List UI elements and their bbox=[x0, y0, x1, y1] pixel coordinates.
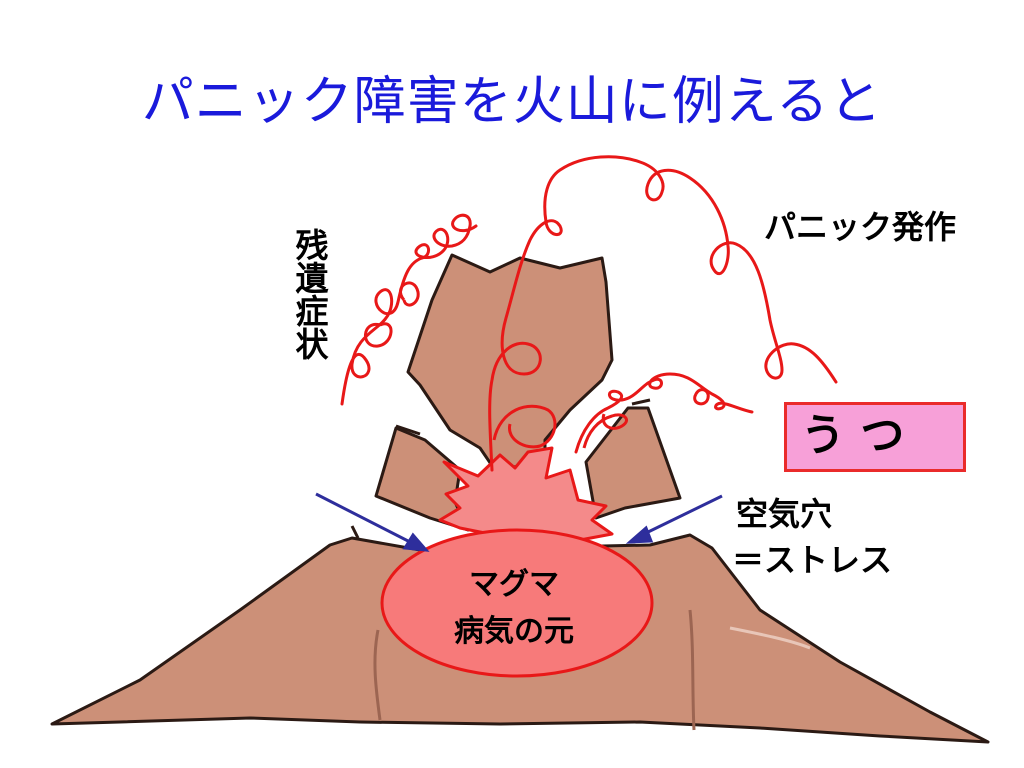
label-panic-attack: パニック発作 bbox=[764, 208, 957, 246]
label-stress: ＝ストレス bbox=[732, 541, 893, 579]
slide-title: パニック障害を火山に例えると bbox=[141, 72, 883, 132]
magma-sublabel: 病気の元 bbox=[454, 614, 574, 649]
label-air-hole: 空気穴 bbox=[736, 495, 833, 533]
arrow-right bbox=[625, 494, 723, 544]
label-residual-symptoms: 残遺症状 bbox=[290, 228, 329, 360]
magma-label: マグマ bbox=[469, 567, 559, 602]
eruption-loop-residual-2 bbox=[399, 281, 420, 307]
eruption-loop-residual bbox=[364, 322, 393, 348]
arrow-left bbox=[315, 492, 430, 552]
rock-right bbox=[584, 406, 682, 520]
eruption-line-residual bbox=[340, 213, 478, 406]
eruption-loop-center bbox=[492, 404, 557, 449]
volcano-ridge-right bbox=[688, 609, 696, 731]
eruption-line-small bbox=[574, 372, 754, 454]
magma-burst bbox=[438, 446, 614, 542]
eruption-small-inner bbox=[582, 413, 628, 449]
magma-ellipse bbox=[380, 528, 654, 678]
volcano-highlight bbox=[729, 626, 811, 650]
rock-edge-left bbox=[395, 424, 421, 436]
depression-box: う つ bbox=[784, 402, 966, 472]
eruption-line-panic bbox=[488, 155, 838, 472]
rock-edge-bottom bbox=[350, 525, 360, 539]
rock-center bbox=[406, 253, 614, 472]
eruption-small-loop bbox=[693, 388, 710, 406]
rock-edge-right bbox=[631, 398, 651, 406]
volcano-ridge-left bbox=[373, 629, 382, 721]
